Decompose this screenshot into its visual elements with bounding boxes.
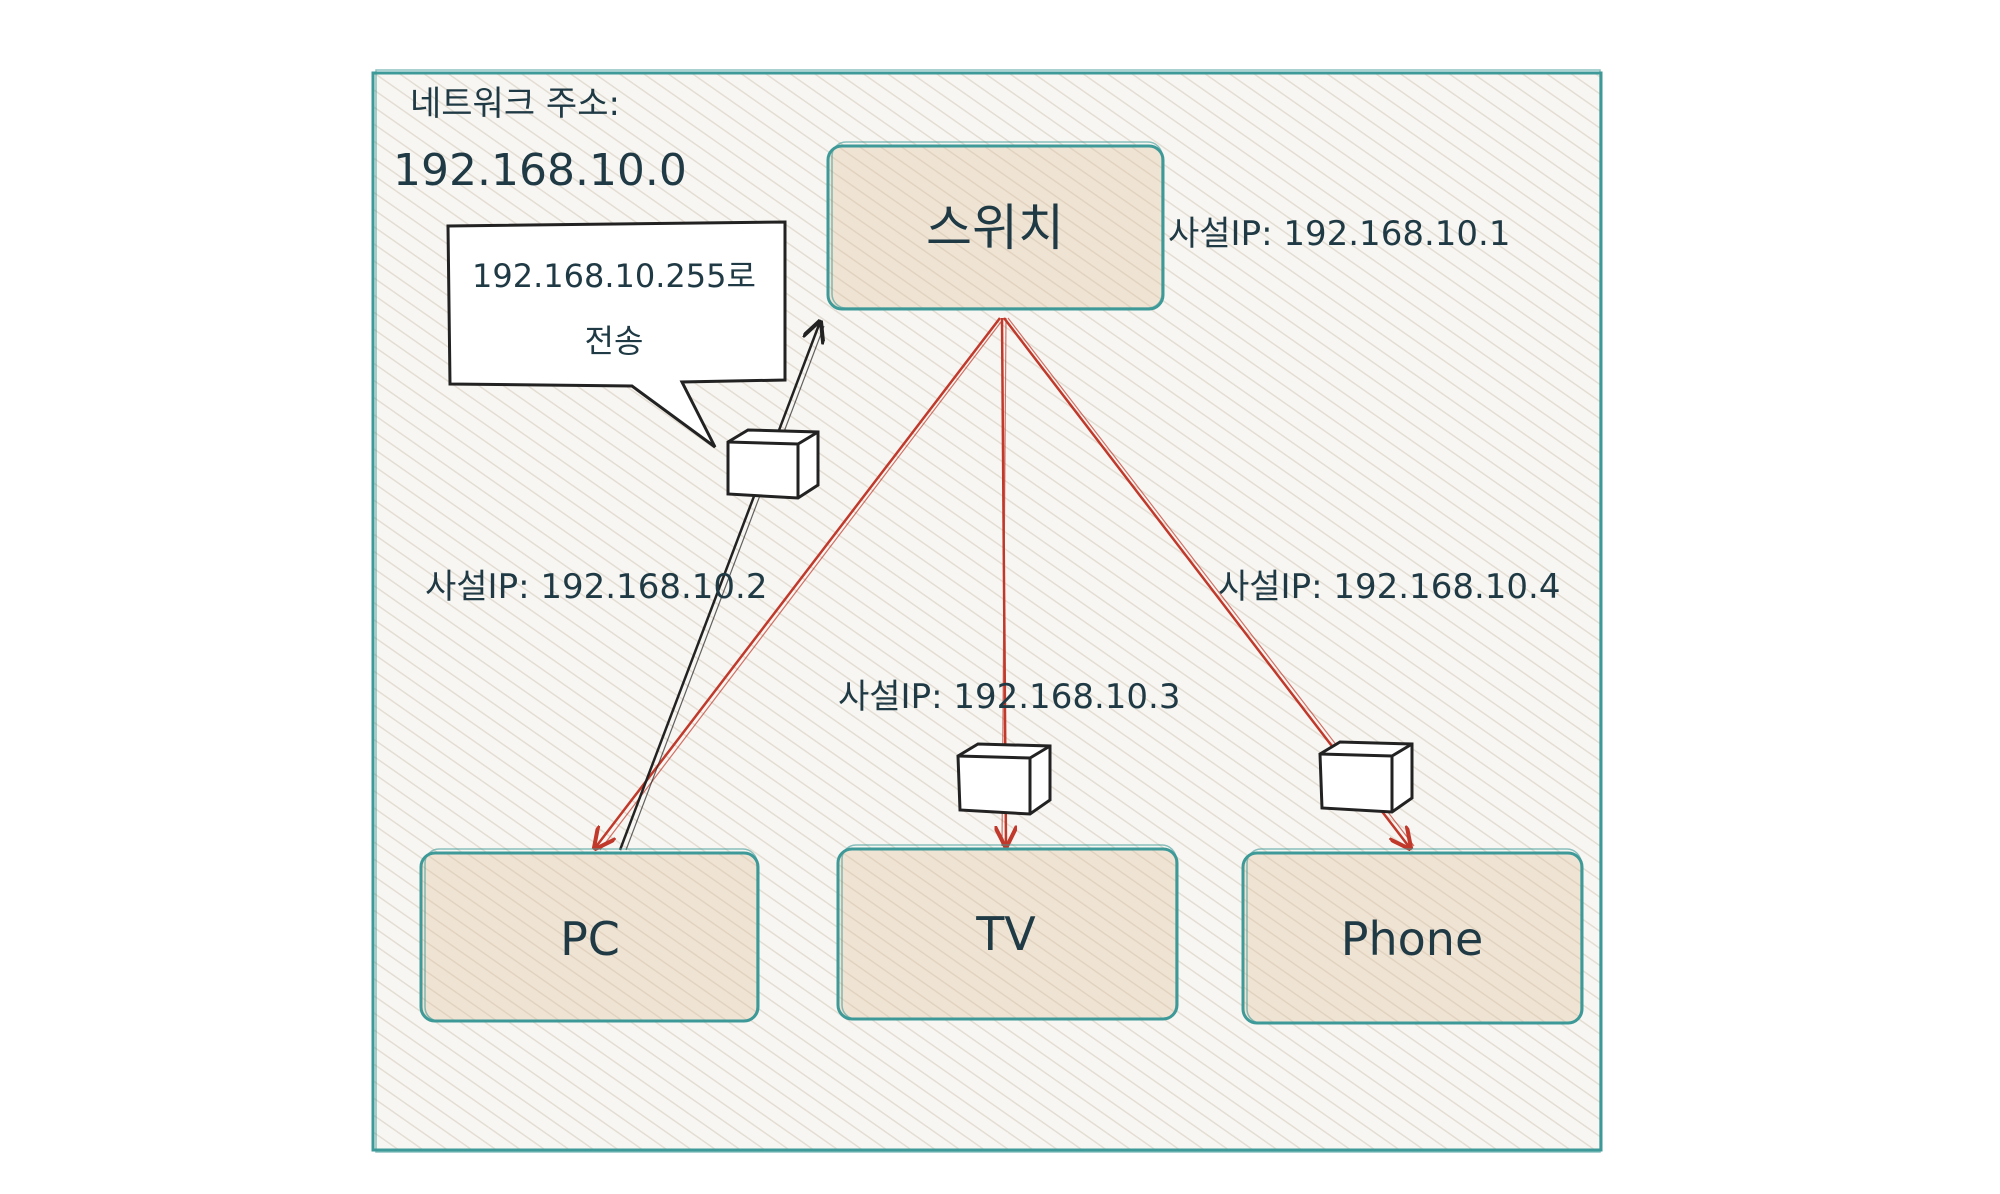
broadcast-arrow-pc xyxy=(595,317,1001,848)
tv-ip-label: 사설IP: 192.168.10.3 xyxy=(838,677,1180,717)
switch-ip-label: 사설IP: 192.168.10.1 xyxy=(1168,214,1510,254)
callout-line2: 전송 xyxy=(585,322,644,360)
phone-node[interactable]: Phone xyxy=(1241,848,1584,1025)
switch-node[interactable]: 스위치 xyxy=(826,141,1165,311)
tv-node[interactable]: TV xyxy=(836,844,1179,1021)
tv-label: TV xyxy=(975,907,1036,961)
phone-ip-label: 사설IP: 192.168.10.4 xyxy=(1218,567,1560,607)
network-address-label: 네트워크 주소: xyxy=(410,84,620,124)
network-address-value: 192.168.10.0 xyxy=(393,145,687,196)
callout-bubble: 192.168.10.255로 전송 xyxy=(446,220,787,449)
pc-label: PC xyxy=(560,912,620,966)
send-arrow xyxy=(618,322,824,851)
packet-icon xyxy=(726,428,820,500)
pc-node[interactable]: PC xyxy=(419,848,760,1023)
callout-line1: 192.168.10.255로 xyxy=(472,257,756,295)
pc-ip-label: 사설IP: 192.168.10.2 xyxy=(425,567,767,607)
switch-label: 스위치 xyxy=(926,199,1064,257)
packet-icon xyxy=(1318,740,1414,814)
packet-icon xyxy=(956,742,1052,816)
phone-label: Phone xyxy=(1341,912,1484,966)
